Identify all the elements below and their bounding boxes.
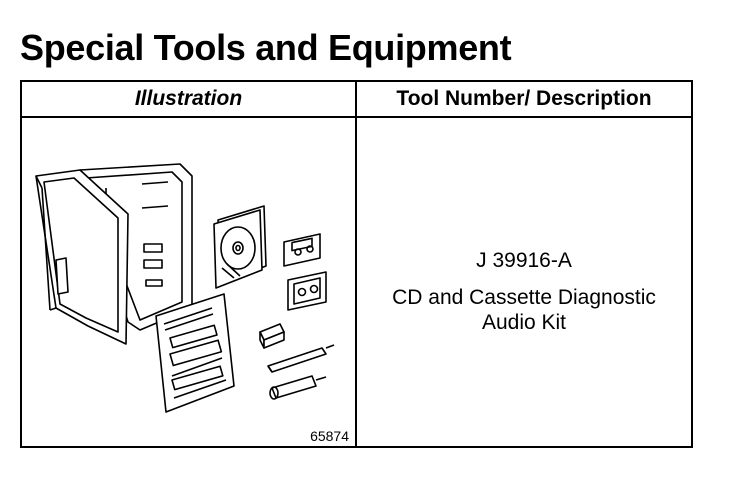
- cassette-tape-icon: [283, 233, 321, 267]
- binder-case-icon: [35, 163, 193, 345]
- illustration-column-header: Illustration: [20, 80, 357, 118]
- tool-description-cell: J 39916-A CD and Cassette Diagnostic Aud…: [355, 116, 693, 448]
- table-row: 65874 J 39916-A CD and Cassette Diagnost…: [20, 116, 693, 448]
- special-tools-table: Illustration Tool Number/ Description: [20, 80, 693, 448]
- illustration-cell: 65874: [20, 116, 357, 448]
- page-title: Special Tools and Equipment: [20, 27, 512, 68]
- compact-disc-icon: [213, 205, 267, 289]
- figure-number: 65874: [310, 428, 349, 444]
- tool-number: J 39916-A: [476, 248, 572, 272]
- audio-kit-illustration: [35, 163, 335, 413]
- instruction-sheet-icon: [155, 293, 235, 413]
- test-probe-icon: [267, 344, 335, 373]
- cassette-adapter-icon: [287, 271, 327, 311]
- tool-description-column-header: Tool Number/ Description: [355, 80, 693, 118]
- tool-description: CD and Cassette Diagnostic Audio Kit: [392, 285, 656, 334]
- audio-jack-adapter-icon: [269, 375, 327, 400]
- connector-plug-icon: [259, 323, 285, 349]
- table-header-row: Illustration Tool Number/ Description: [20, 80, 693, 118]
